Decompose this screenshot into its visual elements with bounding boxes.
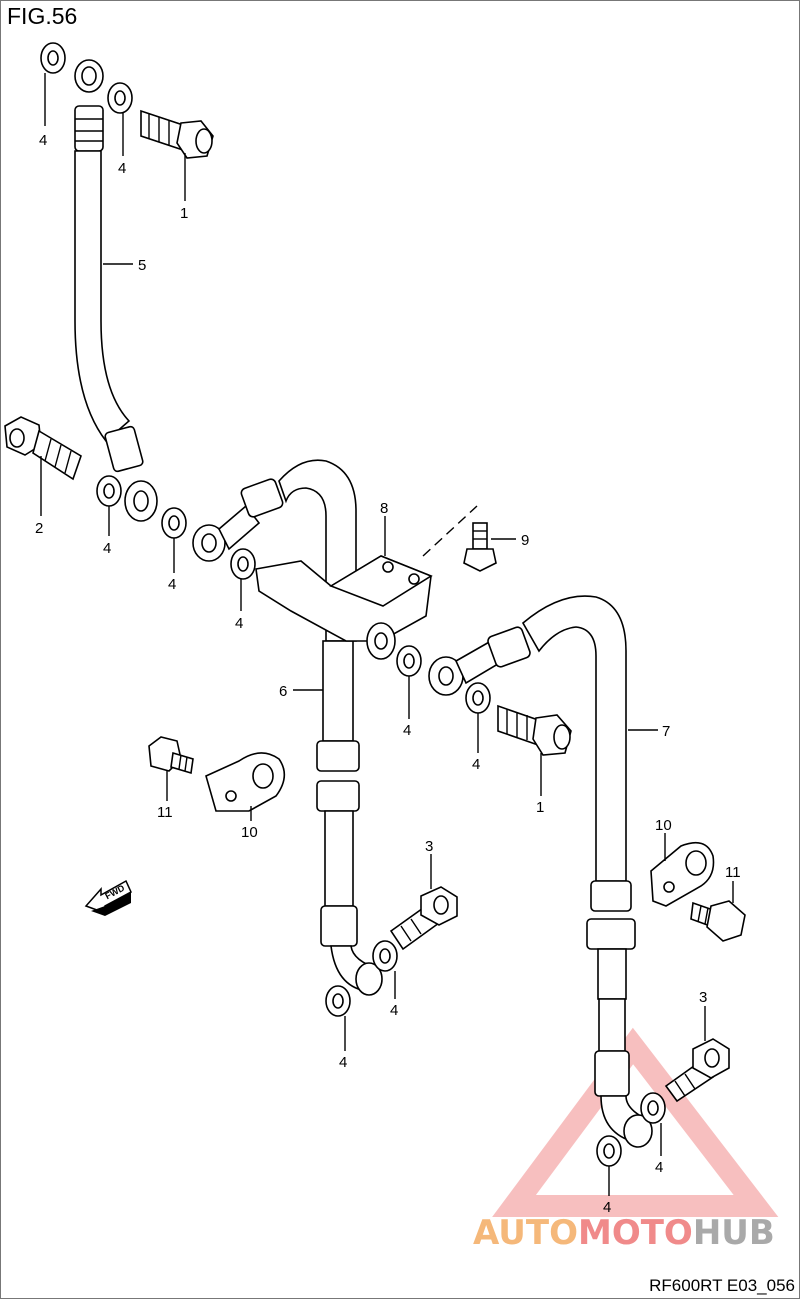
- figure-title: FIG.56: [7, 3, 78, 29]
- leader-lines: [40, 73, 734, 1196]
- callout-4: 4: [655, 1159, 663, 1176]
- callout-4: 4: [168, 576, 176, 593]
- watermark-part-2: MOTO: [577, 1213, 693, 1253]
- callout-4: 4: [472, 756, 480, 773]
- callout-4: 4: [39, 132, 47, 149]
- callout-11: 11: [157, 804, 173, 821]
- washer-4h: [372, 940, 398, 972]
- callout-3: 3: [425, 838, 433, 855]
- callout-4: 4: [339, 1054, 347, 1071]
- callout-3: 3: [699, 989, 707, 1006]
- union-bolt-3b: [664, 1038, 730, 1103]
- washer-4k: [596, 1135, 622, 1167]
- union-bolt-1a: [140, 109, 214, 159]
- washer-4e: [230, 548, 256, 580]
- bolt-9: [463, 522, 497, 572]
- diagram-code: RF600RT E03_056: [649, 1276, 795, 1295]
- watermark-logo: AUTOMOTOHUB: [473, 1213, 775, 1253]
- union-bolt-2: [4, 416, 82, 481]
- callout-8: 8: [380, 500, 388, 517]
- callout-1: 1: [536, 799, 544, 816]
- callout-4: 4: [403, 722, 411, 739]
- union-bolt-3a: [389, 886, 458, 951]
- bolt-11b: [690, 900, 746, 942]
- washer-4c: [96, 475, 122, 507]
- washer-4f: [396, 645, 422, 677]
- callout-4: 4: [603, 1199, 611, 1216]
- callout-4: 4: [235, 615, 243, 632]
- callout-5: 5: [138, 257, 146, 274]
- callout-9: 9: [521, 532, 529, 549]
- watermark-part-3: HUB: [692, 1213, 775, 1253]
- washer-4b: [107, 82, 133, 114]
- brake-hose-7: [428, 595, 653, 1148]
- union-bolt-1b: [497, 704, 572, 756]
- callout-1: 1: [180, 205, 188, 222]
- callout-6: 6: [279, 683, 287, 700]
- washer-4g: [465, 682, 491, 714]
- washer-4j: [640, 1092, 666, 1124]
- brake-hose-5: [74, 59, 158, 522]
- brake-hose-6: [192, 459, 383, 996]
- callout-labels: 4 4 1 5 2 4 4 4 8 9 6 4 4 1 7 11 10 3 10…: [35, 132, 741, 1216]
- callout-10: 10: [241, 824, 258, 841]
- callout-4: 4: [118, 160, 126, 177]
- clamp-10a: [205, 752, 286, 812]
- watermark-triangle: [492, 1027, 779, 1217]
- washer-4a: [40, 42, 66, 74]
- bolt-11a: [148, 736, 194, 775]
- watermark-part-1: AUTO: [473, 1213, 578, 1253]
- callout-2: 2: [35, 520, 43, 537]
- clamp-10b: [650, 841, 715, 907]
- callout-4: 4: [390, 1002, 398, 1019]
- callout-7: 7: [662, 723, 670, 740]
- callout-10: 10: [655, 817, 672, 834]
- callout-11: 11: [725, 864, 741, 881]
- washer-4d: [161, 507, 187, 539]
- washer-4i: [325, 985, 351, 1017]
- brake-hose-joint-8: [255, 555, 433, 660]
- forward-direction-arrow: FWD: [84, 879, 132, 916]
- callout-4: 4: [103, 540, 111, 557]
- leader-dashed-9: [422, 505, 478, 557]
